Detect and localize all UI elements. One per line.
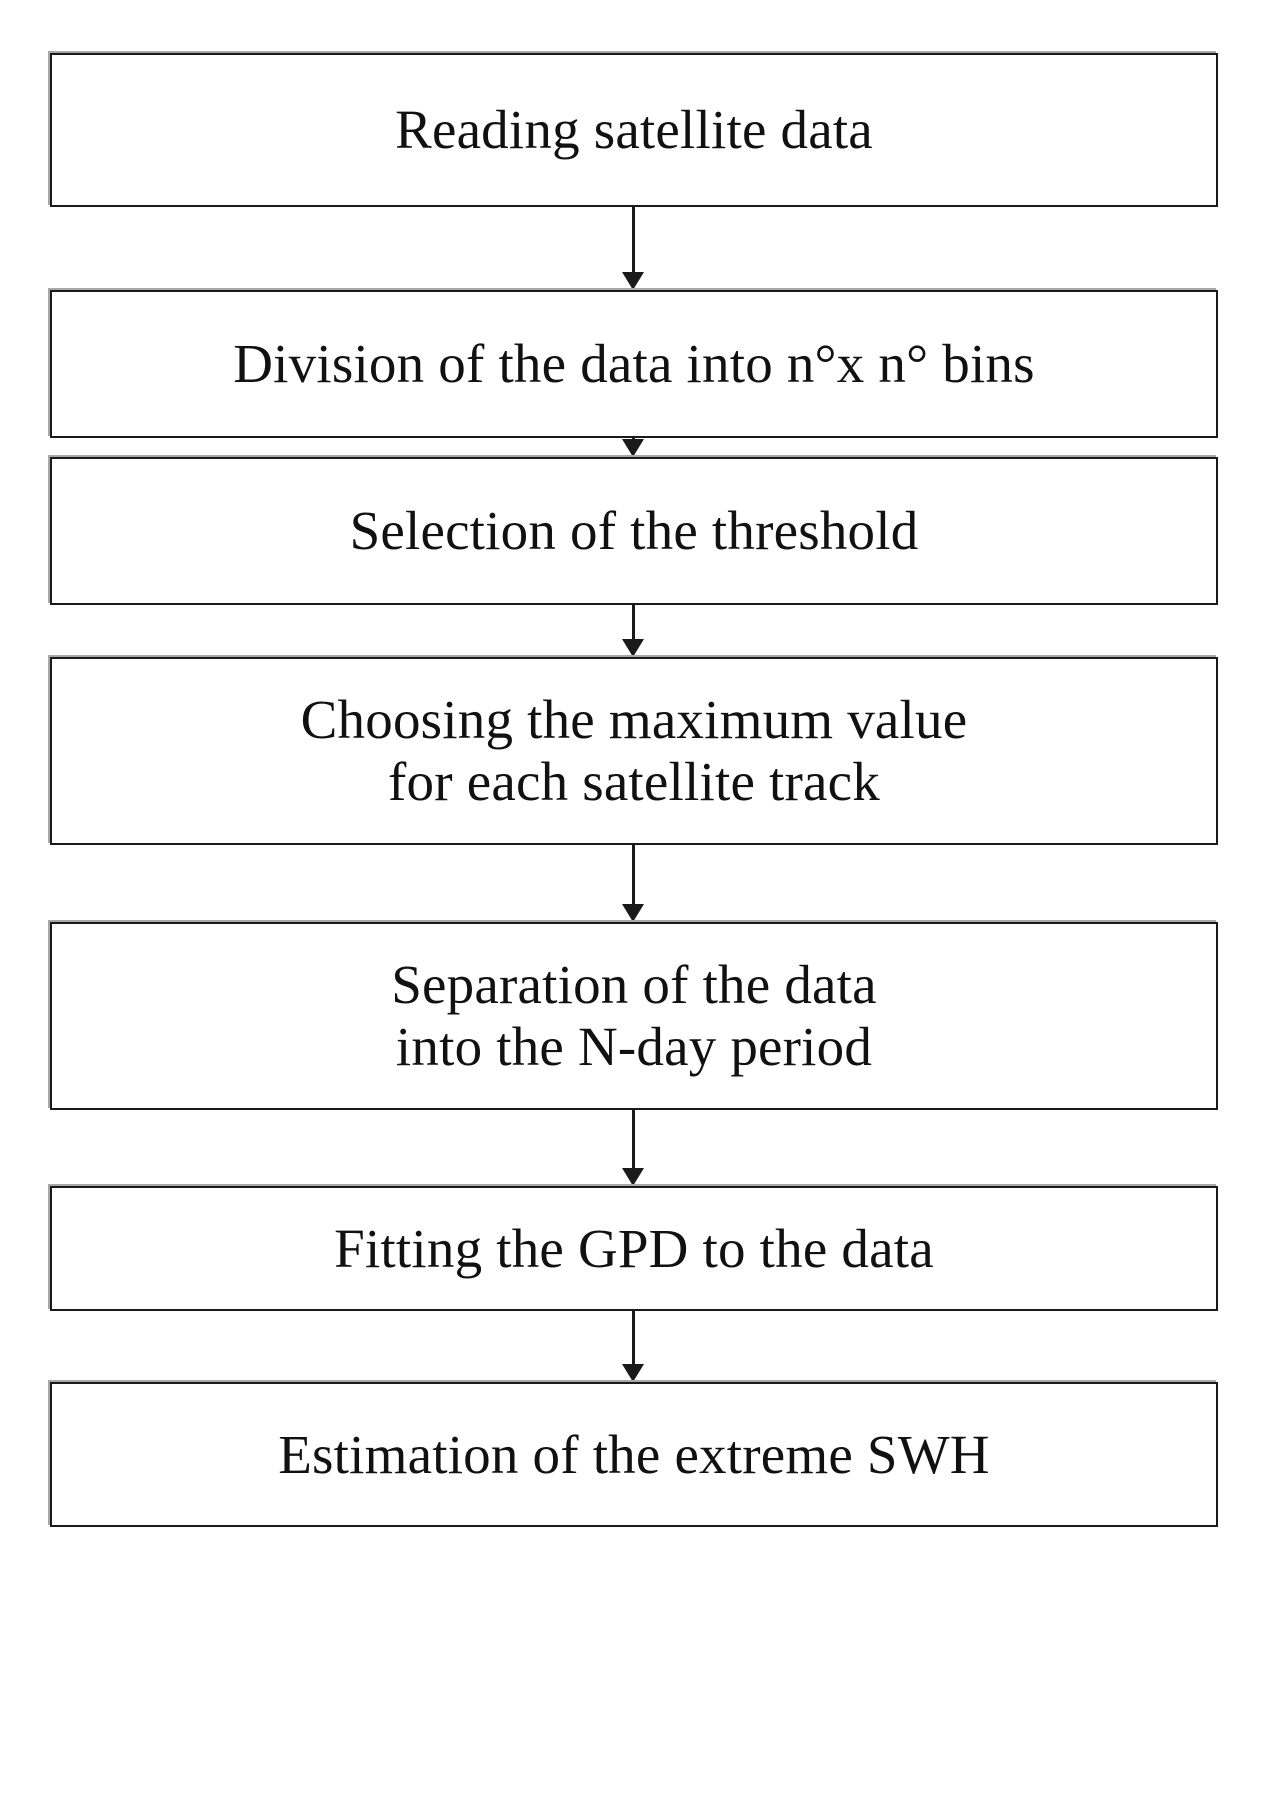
flowchart-arrow-6 [620,1311,646,1382]
arrowhead-down-icon [622,439,644,457]
flowchart-node-label: Separation of the data into the N-day pe… [391,954,877,1077]
arrow-shaft [631,845,635,905]
flowchart-node-label: Selection of the threshold [349,500,919,562]
flowchart-node-choosing-maximum-value: Choosing the maximum value for each sate… [50,657,1218,845]
flowchart-arrow-2 [620,438,646,457]
flowchart-node-label: Fitting the GPD to the data [334,1217,934,1279]
flowchart-node-label: Choosing the maximum value for each sate… [300,689,968,812]
flowchart-node-fitting-gpd: Fitting the GPD to the data [50,1186,1218,1311]
arrowhead-down-icon [622,904,644,922]
flowchart-node-label: Division of the data into n°x n° bins [233,333,1035,395]
arrowhead-down-icon [622,1364,644,1382]
arrowhead-down-icon [622,272,644,290]
flowchart-node-selection-of-threshold: Selection of the threshold [50,457,1218,605]
flowchart-arrow-1 [620,207,646,290]
flowchart-node-estimation-extreme-swh: Estimation of the extreme SWH [50,1382,1218,1527]
flowchart-node-separation-of-data: Separation of the data into the N-day pe… [50,922,1218,1110]
flowchart-arrow-5 [620,1110,646,1186]
flowchart-node-label: Estimation of the extreme SWH [278,1423,990,1485]
arrow-shaft [631,207,635,273]
flowchart-arrow-3 [620,605,646,657]
flowchart-node-label: Reading satellite data [395,99,873,161]
arrowhead-down-icon [622,639,644,657]
arrow-shaft [631,1110,635,1169]
flowchart-node-division-of-data-into-bins: Division of the data into n°x n° bins [50,290,1218,438]
arrowhead-down-icon [622,1168,644,1186]
arrow-shaft [631,1311,635,1365]
flowchart-arrow-4 [620,845,646,922]
flowchart-node-reading-satellite-data: Reading satellite data [50,53,1218,207]
arrow-shaft [631,605,635,640]
